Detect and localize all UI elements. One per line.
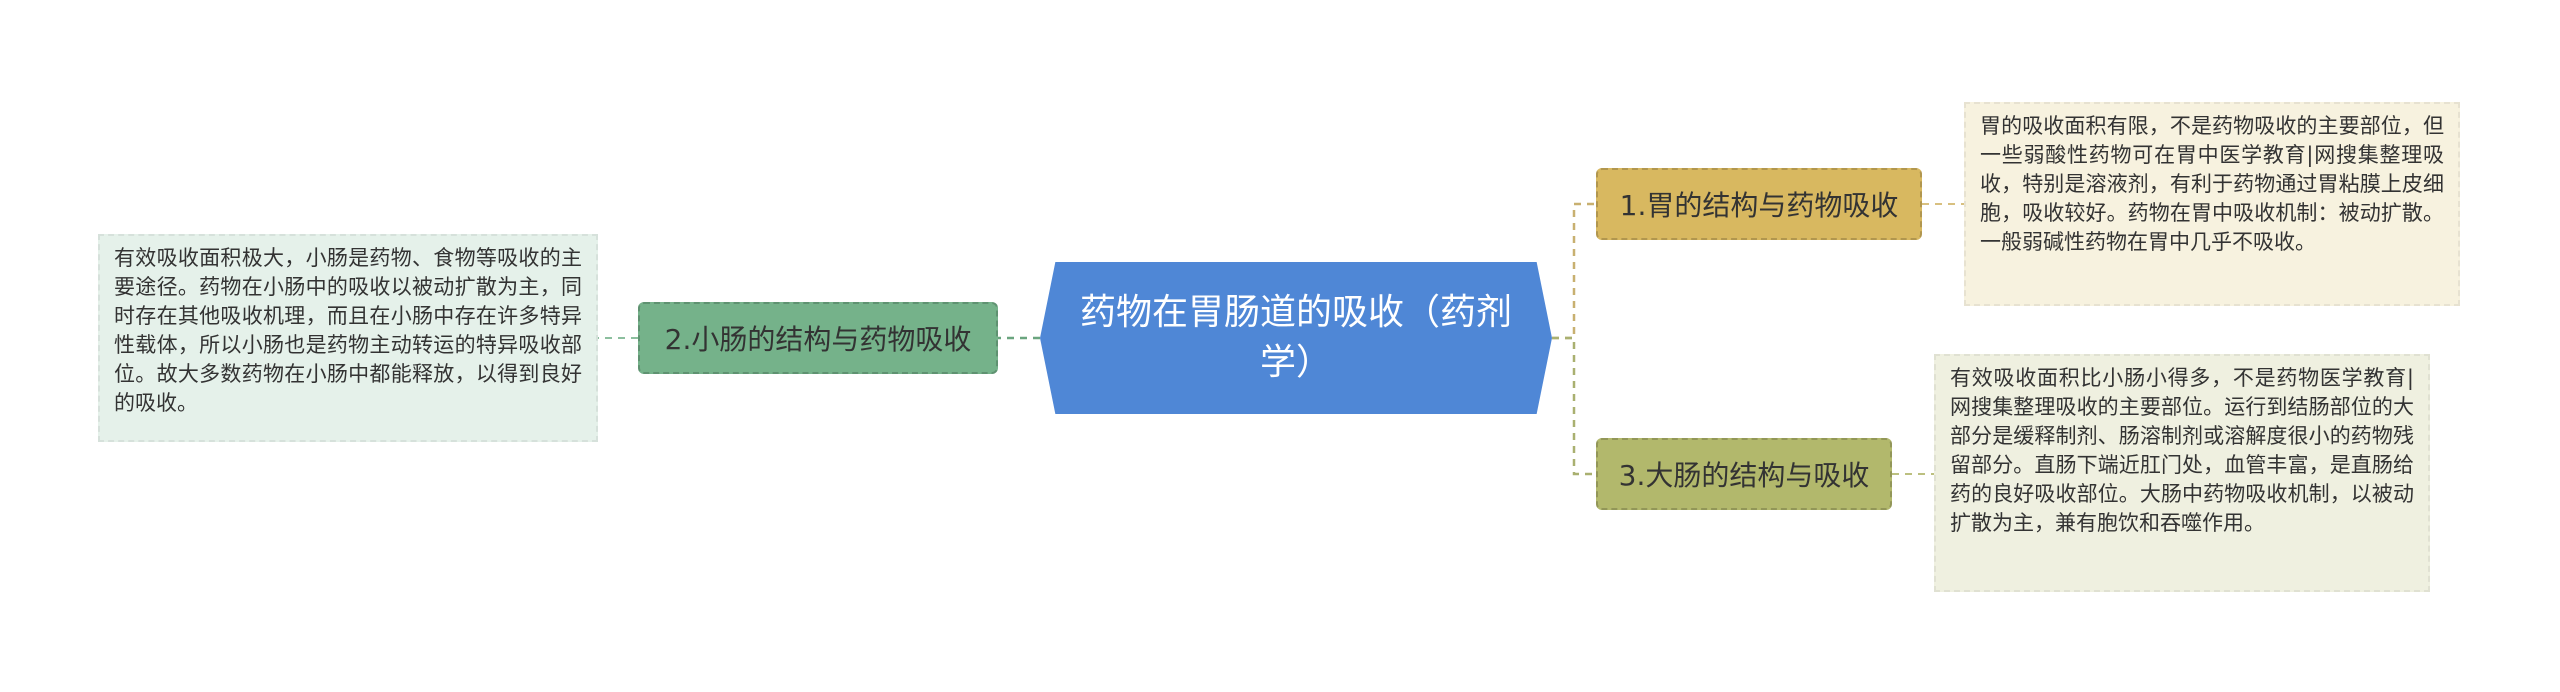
- branch-small-intestine-label: 2.小肠的结构与药物吸收: [664, 323, 972, 356]
- root-topic-label: 药物在胃肠道的吸收（药剂学）: [1080, 292, 1513, 383]
- branch-stomach-label: 1.胃的结构与药物吸收: [1619, 189, 1899, 222]
- branch-large-intestine-label: 3.大肠的结构与吸收: [1618, 459, 1870, 492]
- branch-stomach[interactable]: 1.胃的结构与药物吸收: [1596, 168, 1922, 240]
- branch-small-intestine[interactable]: 2.小肠的结构与药物吸收: [638, 302, 998, 374]
- link-root-branch1: [1552, 202, 1596, 340]
- detail-small-intestine-text: 有效吸收面积极大，小肠是药物、食物等吸收的主要途径。药物在小肠中的吸收以被动扩散…: [114, 246, 582, 415]
- branch-large-intestine[interactable]: 3.大肠的结构与吸收: [1596, 438, 1892, 510]
- root-topic[interactable]: 药物在胃肠道的吸收（药剂学）: [1040, 262, 1552, 414]
- detail-large-intestine-text: 有效吸收面积比小肠小得多，不是药物医学教育|网搜集整理吸收的主要部位。运行到结肠…: [1950, 366, 2414, 535]
- link-root-branch3: [1552, 336, 1596, 476]
- detail-stomach[interactable]: 胃的吸收面积有限，不是药物吸收的主要部位，但一些弱酸性药物可在胃中医学教育|网搜…: [1964, 102, 2460, 306]
- detail-large-intestine[interactable]: 有效吸收面积比小肠小得多，不是药物医学教育|网搜集整理吸收的主要部位。运行到结肠…: [1934, 354, 2430, 592]
- detail-small-intestine[interactable]: 有效吸收面积极大，小肠是药物、食物等吸收的主要途径。药物在小肠中的吸收以被动扩散…: [98, 234, 598, 442]
- detail-stomach-text: 胃的吸收面积有限，不是药物吸收的主要部位，但一些弱酸性药物可在胃中医学教育|网搜…: [1980, 114, 2444, 254]
